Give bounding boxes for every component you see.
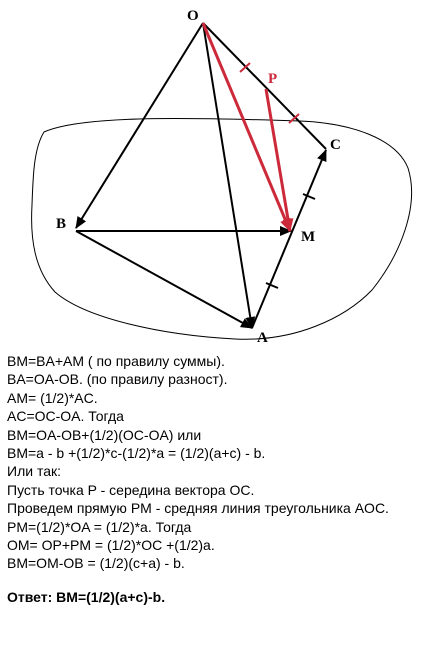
tick-mc xyxy=(302,193,316,200)
vector-ba xyxy=(75,230,253,329)
solution-text: BM=BA+AM ( по правилу суммы). BA=OA-OB. … xyxy=(7,352,419,606)
solution-line: Или так: xyxy=(7,463,61,480)
vector-oa xyxy=(202,22,256,329)
label-b: B xyxy=(56,216,66,232)
tick-am xyxy=(265,282,279,289)
solution-line: Пусть точка P - середина вектора OC. xyxy=(7,481,255,498)
solution-line: BM=BA+AM ( по правилу суммы). xyxy=(7,353,225,369)
vector-ob xyxy=(75,22,204,229)
tick-op xyxy=(239,62,251,73)
solution-line: AC=OC-OA. Тогда xyxy=(7,408,124,425)
solution-line: BA=OA-OB. (по правилу разност). xyxy=(7,371,228,388)
solution-line: PM=(1/2)*OA = (1/2)*a. Тогда xyxy=(7,518,192,535)
tick-pc xyxy=(288,113,300,124)
vector-pm xyxy=(264,88,294,233)
plane-outline xyxy=(31,118,412,340)
vector-diagram: O P C B M A xyxy=(31,8,412,346)
segment-oc xyxy=(202,22,327,150)
solution-line: OM= OP+PM = (1/2)*OC +(1/2)a. xyxy=(7,537,215,554)
solution-line: BM=a - b +(1/2)*c-(1/2)*a = (1/2)(a+c) -… xyxy=(7,445,266,462)
label-o: O xyxy=(187,8,199,24)
label-c: C xyxy=(330,137,341,153)
label-m: M xyxy=(301,229,315,245)
vector-om xyxy=(201,22,292,233)
label-a: A xyxy=(257,330,268,346)
solution-line: Проведем прямую PM - средняя линия треуг… xyxy=(7,500,389,517)
solution-line: BM=OA-OB+(1/2)(OC-OA) или xyxy=(7,426,202,443)
solution-line: BM=OM-OB = (1/2)(c+a) - b. xyxy=(7,555,185,572)
vector-ac xyxy=(251,149,327,329)
answer: Ответ: BM=(1/2)(a+c)-b. xyxy=(7,588,166,605)
label-p: P xyxy=(268,71,277,87)
solution-line: AM= (1/2)*AC. xyxy=(7,389,98,406)
